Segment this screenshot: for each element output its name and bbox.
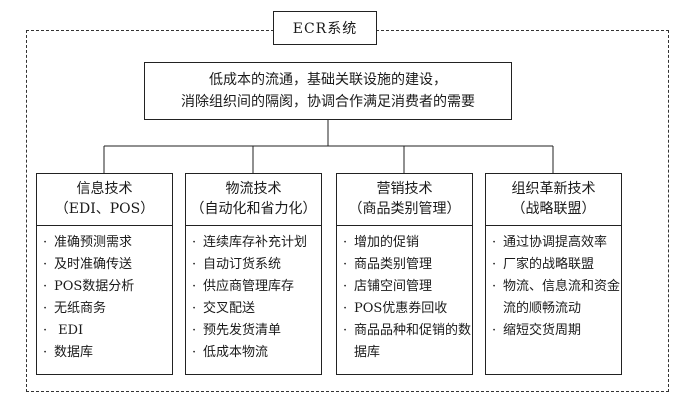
list-item: 供应商管理库存: [192, 276, 321, 298]
list-item: 店铺空间管理: [343, 276, 472, 298]
root-goal-line-1: 低成本的流通，基础关联设施的建设，: [209, 72, 447, 88]
column-info-tech: 信息技术 （EDI、POS） 准确预测需求 及时准确传送 POS数据分析 无纸商…: [36, 173, 173, 375]
column-heading-subtitle: （战略联盟）: [511, 201, 596, 217]
list-item: 缩短交货周期: [492, 320, 621, 342]
list-item: 预先发货清单: [192, 320, 321, 342]
list-item: 厂家的战略联盟: [492, 254, 621, 276]
column-heading-title: 信息技术: [76, 181, 133, 197]
list-item: 增加的促销: [343, 232, 472, 254]
column-divider: [337, 225, 472, 226]
list-item: 物流、信息流和资金流的顺畅流动: [492, 276, 621, 320]
column-item-list: 准确预测需求 及时准确传送 POS数据分析 无纸商务 EDI 数据库: [37, 232, 172, 364]
column-logistics-tech: 物流技术 （自动化和省力化） 连续库存补充计划 自动订货系统 供应商管理库存 交…: [185, 173, 322, 375]
column-heading-subtitle: （自动化和省力化）: [190, 201, 317, 217]
list-item: 商品品种和促销的数据库: [343, 320, 472, 364]
column-divider: [486, 225, 621, 226]
list-item: 及时准确传送: [43, 254, 172, 276]
column-heading: 营销技术 （商品类别管理）: [337, 174, 472, 219]
list-item: EDI: [43, 320, 172, 342]
list-item: 低成本物流: [192, 342, 321, 364]
column-heading: 组织革新技术 （战略联盟）: [486, 174, 621, 219]
column-heading: 物流技术 （自动化和省力化）: [186, 174, 321, 219]
column-divider: [186, 225, 321, 226]
root-goal-line-2: 消除组织间的隔阂，协调合作满足消费者的需要: [181, 94, 475, 110]
column-heading-subtitle: （EDI、POS）: [54, 201, 155, 217]
list-item: 通过协调提高效率: [492, 232, 621, 254]
list-item: 数据库: [43, 342, 172, 364]
column-heading-subtitle: （商品类别管理）: [348, 201, 461, 217]
list-item: 自动订货系统: [192, 254, 321, 276]
column-heading-title: 物流技术: [225, 181, 282, 197]
system-title: ECR系统: [273, 11, 377, 45]
column-heading-title: 组织革新技术: [511, 181, 596, 197]
column-divider: [37, 225, 172, 226]
list-item: 交叉配送: [192, 298, 321, 320]
column-heading-title: 营销技术: [376, 181, 433, 197]
list-item: 准确预测需求: [43, 232, 172, 254]
column-item-list: 通过协调提高效率 厂家的战略联盟 物流、信息流和资金流的顺畅流动 缩短交货周期: [486, 232, 621, 342]
list-item: POS数据分析: [43, 276, 172, 298]
column-marketing-tech: 营销技术 （商品类别管理） 增加的促销 商品类别管理 店铺空间管理 POS优惠券…: [336, 173, 473, 375]
list-item: 商品类别管理: [343, 254, 472, 276]
root-goal-box: 低成本的流通，基础关联设施的建设， 消除组织间的隔阂，协调合作满足消费者的需要: [144, 62, 512, 120]
list-item: 无纸商务: [43, 298, 172, 320]
list-item: 连续库存补充计划: [192, 232, 321, 254]
column-heading: 信息技术 （EDI、POS）: [37, 174, 172, 219]
column-org-innovation-tech: 组织革新技术 （战略联盟） 通过协调提高效率 厂家的战略联盟 物流、信息流和资金…: [485, 173, 622, 375]
system-title-text: ECR系统: [292, 21, 358, 37]
column-item-list: 增加的促销 商品类别管理 店铺空间管理 POS优惠券回收 商品品种和促销的数据库: [337, 232, 472, 364]
column-item-list: 连续库存补充计划 自动订货系统 供应商管理库存 交叉配送 预先发货清单 低成本物…: [186, 232, 321, 364]
list-item: POS优惠券回收: [343, 298, 472, 320]
